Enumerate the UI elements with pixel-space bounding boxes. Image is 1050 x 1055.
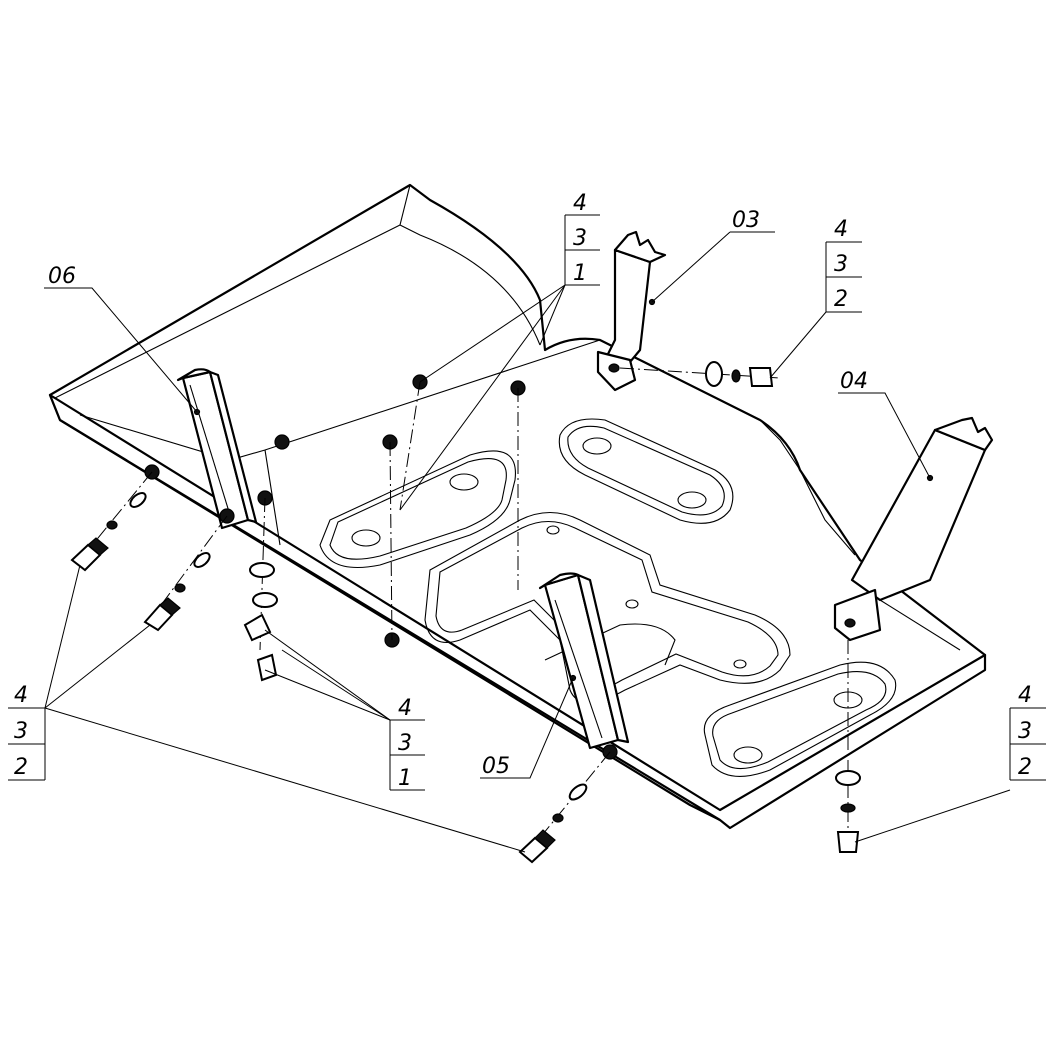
hardware-bottom-right <box>835 770 861 853</box>
stack-bottom-center: 4 3 1 <box>389 696 425 791</box>
relief-channel-center <box>424 512 791 703</box>
callout-04-label: 04 <box>840 369 868 394</box>
hardware-left-upper <box>70 492 147 572</box>
leader-lines <box>44 231 1011 853</box>
stack-top-right-0: 4 <box>834 217 848 242</box>
callout-05-label: 05 <box>482 754 510 779</box>
stack-top-center-0: 4 <box>573 191 587 216</box>
callout-06: 06 <box>48 264 76 289</box>
stack-left-1: 3 <box>14 719 28 744</box>
stack-top-center-2: 1 <box>573 261 587 286</box>
hardware-center-left <box>243 562 278 682</box>
bracket-04 <box>833 416 994 642</box>
stack-top-right: 4 3 2 <box>825 217 862 313</box>
stack-left-2: 2 <box>14 755 28 780</box>
callout-03: 03 <box>732 208 760 233</box>
stack-bottom-center-1: 3 <box>398 731 412 756</box>
hardware-bottom-center <box>518 783 588 864</box>
hardware-left-lower <box>143 552 211 632</box>
stack-bottom-right-0: 4 <box>1018 683 1032 708</box>
stack-bottom-right-1: 3 <box>1018 719 1032 744</box>
relief-slot-left <box>319 450 516 569</box>
stack-top-center: 4 3 1 <box>564 191 600 286</box>
stack-top-right-1: 3 <box>834 252 848 277</box>
relief-slot-top-right <box>558 418 734 524</box>
stack-top-right-2: 2 <box>834 287 848 312</box>
stack-bottom-right-2: 2 <box>1018 755 1032 780</box>
stack-bottom-center-2: 1 <box>398 766 412 791</box>
callout-06-label: 06 <box>48 264 76 289</box>
callout-05: 05 <box>482 754 510 779</box>
callout-03-label: 03 <box>732 208 760 233</box>
hardware-top-right <box>705 361 774 387</box>
bracket-03 <box>596 230 667 392</box>
stack-left: 4 3 2 <box>8 683 46 781</box>
bracket-06 <box>176 368 258 530</box>
skid-plate <box>48 183 987 830</box>
callout-04: 04 <box>840 369 868 394</box>
stack-bottom-right: 4 3 2 <box>1009 683 1046 781</box>
bracket-05 <box>538 572 630 750</box>
stack-left-0: 4 <box>14 683 28 708</box>
stack-top-center-1: 3 <box>573 226 587 251</box>
stack-bottom-center-0: 4 <box>398 696 412 721</box>
